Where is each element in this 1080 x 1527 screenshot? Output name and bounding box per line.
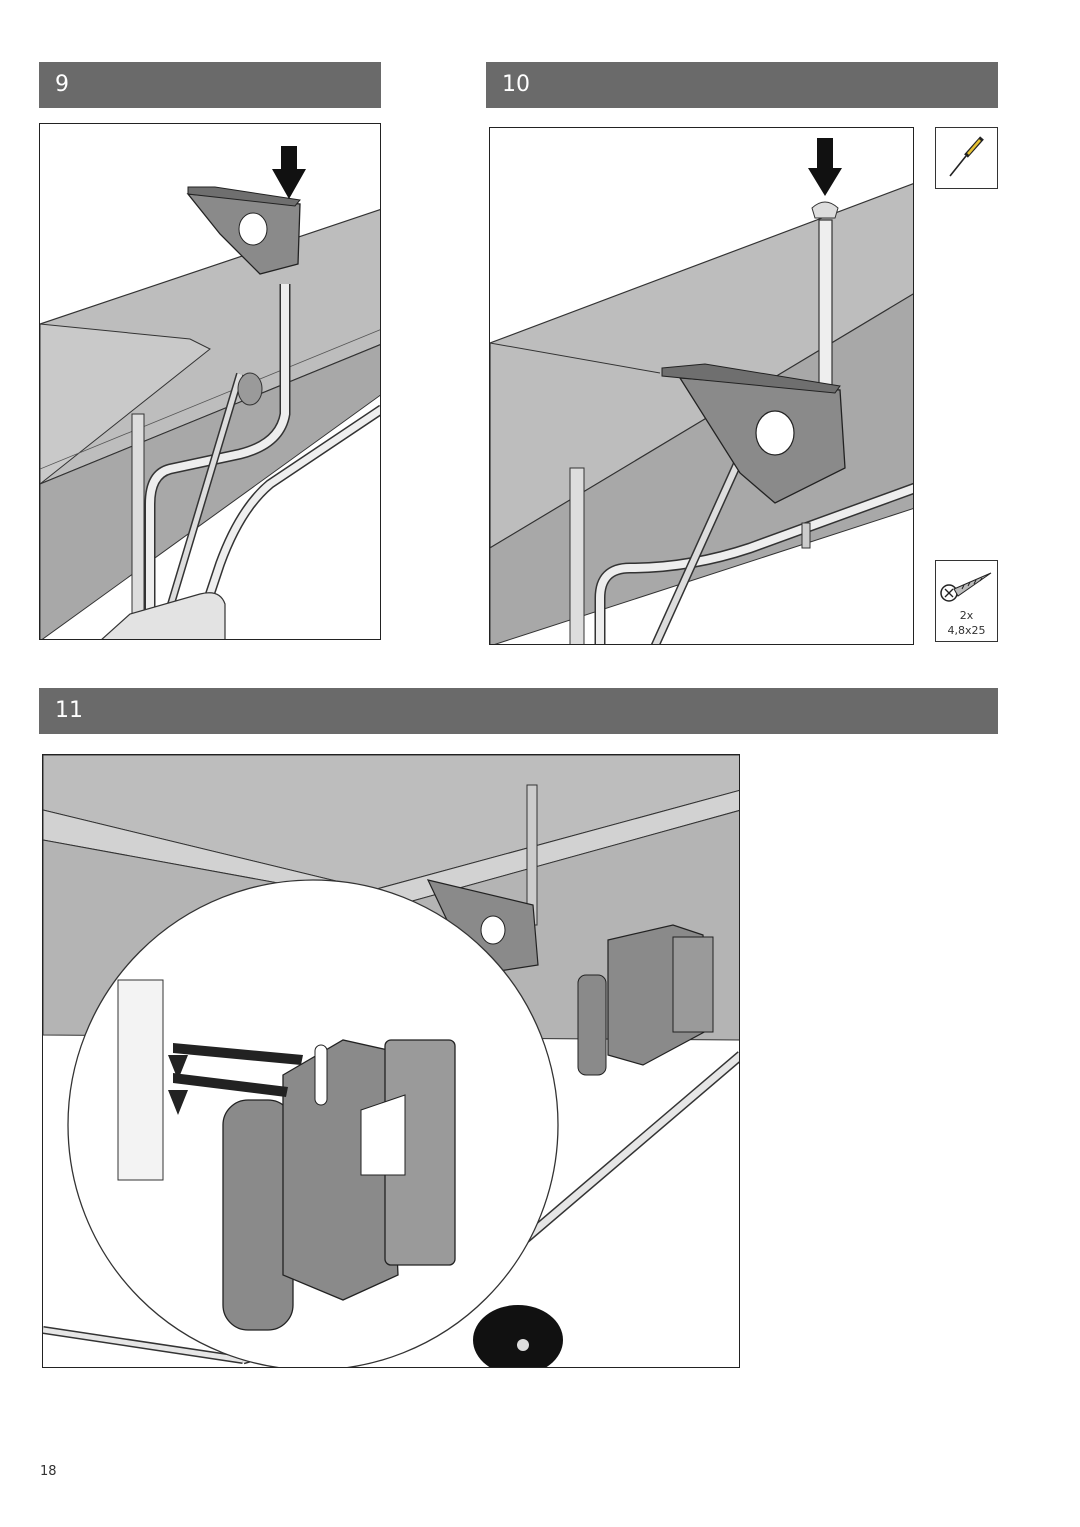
- step-11-header: 11: [39, 688, 998, 734]
- step-number: 11: [55, 698, 83, 723]
- step-11-illustration: [42, 754, 740, 1368]
- step-10-illustration: [489, 127, 914, 645]
- screw-quantity: 2x: [959, 609, 974, 622]
- step-number: 9: [55, 72, 69, 97]
- step-number: 10: [502, 72, 530, 97]
- page-number: 18: [40, 1464, 57, 1479]
- step-9-header: 9: [39, 62, 381, 108]
- screw-size: 4,8x25: [947, 624, 986, 637]
- step-9-drawing: [40, 146, 380, 639]
- step-11-drawing: [43, 755, 739, 1367]
- screwdriver-icon: [949, 136, 984, 177]
- wood-screw-icon: [940, 572, 992, 602]
- step-9-illustration: [39, 123, 381, 640]
- step-10-drawing: [490, 138, 913, 644]
- screw-box: 2x 4,8x25: [935, 560, 998, 642]
- step-10-header: 10: [486, 62, 998, 108]
- tool-box: [935, 127, 998, 189]
